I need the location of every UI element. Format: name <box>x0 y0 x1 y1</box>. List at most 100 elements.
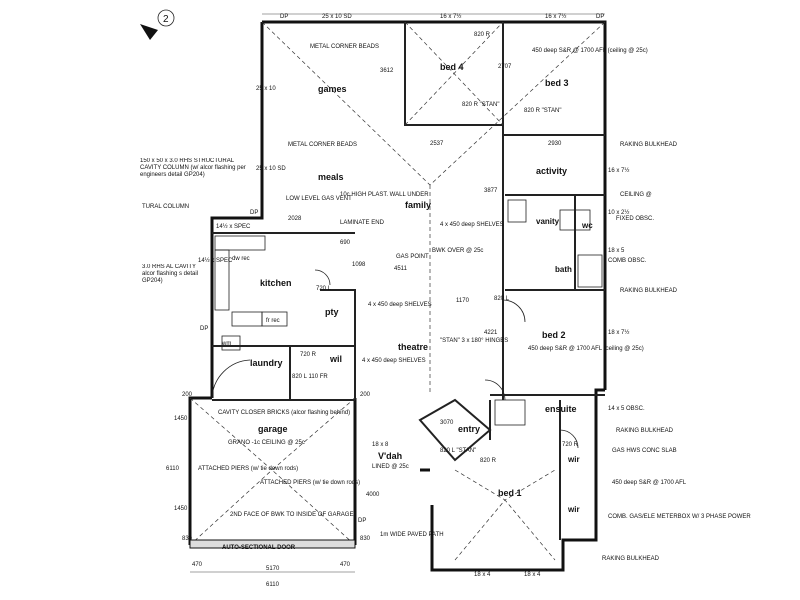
room-kitchen: kitchen <box>260 278 292 288</box>
dim-690: 690 <box>340 240 351 246</box>
dim-dp-2: DP <box>596 14 604 20</box>
note-comb-obsc: COMB OBSC. <box>608 258 647 264</box>
room-games: games <box>318 84 347 94</box>
note-cavity-closer: CAVITY CLOSER BRICKS (alcor flashing beh… <box>218 410 350 416</box>
dim-3612: 3612 <box>380 68 394 74</box>
note-raking-4: RAKING BULKHEAD <box>602 556 660 562</box>
dim-2028: 2028 <box>288 216 302 222</box>
dim-bottom-a: 5170 <box>266 566 280 572</box>
dim-left-a: 25 x 10 <box>256 86 276 92</box>
note-shelves-2: 4 x 450 deep SHELVES <box>368 302 432 308</box>
room-dwrec: dw rec <box>232 256 250 262</box>
room-labels: games meals bed 4 bed 3 activity family … <box>221 62 593 514</box>
dim-garage-h3: 1450 <box>174 506 188 512</box>
dim-dp-4: DP <box>200 326 208 332</box>
dim-bottom-c: 470 <box>192 562 203 568</box>
dim-seg-4: 200 <box>360 392 371 398</box>
note-structural-column-1: 150 x 50 x 3.0 RHS STRUCTURAL CAVITY COL… <box>140 158 246 178</box>
dim-720: 720 R <box>300 352 317 358</box>
room-family: family <box>405 200 431 210</box>
dim-3070: 3070 <box>440 420 454 426</box>
note-sr-1: 450 deep S&R @ 1700 AFL (ceiling @ 25c) <box>532 48 648 54</box>
dim-bottom-e: 18 x 4 <box>474 572 491 578</box>
note-gas-point: GAS POINT <box>396 254 429 260</box>
room-activity: activity <box>536 166 567 176</box>
room-bed1: bed 1 <box>498 488 522 498</box>
note-metal-beads-2: METAL CORNER BEADS <box>288 142 357 148</box>
dim-820l-2: 820 L "STAN" <box>440 448 476 454</box>
room-meals: meals <box>318 172 344 182</box>
room-wir: wir <box>567 455 580 464</box>
note-lfr: 820 L 110 FR <box>292 374 328 380</box>
dim-bottom-b: 6110 <box>266 582 280 588</box>
note-high-plast: 10c HIGH PLAST. WALL UNDER <box>340 192 429 198</box>
dim-side-d: 18 x 7½ <box>608 329 629 336</box>
dim-top-a: 25 x 10 SD <box>322 14 352 20</box>
note-raking-1: RAKING BULKHEAD <box>620 142 678 148</box>
dim-3877: 3877 <box>484 188 498 194</box>
note-raking-2: RAKING BULKHEAD <box>620 288 678 294</box>
dim-820r-3: 820 R "STAN" <box>524 108 562 114</box>
note-sr-2: 450 deep S&R @ 1700 AFL (ceiling @ 25c) <box>528 346 644 352</box>
dim-top-b: 16 x 7½ <box>440 13 461 20</box>
bath-fixtures <box>494 199 603 426</box>
sheet-number: 2 <box>163 14 169 25</box>
dim-4221: 4221 <box>484 330 498 336</box>
room-wc: wc <box>581 221 593 230</box>
note-vdah-size: 18 x 8 <box>372 442 389 448</box>
note-auto-door: AUTO-SECTIONAL DOOR <box>222 545 296 551</box>
note-structural-column-3: 3.0 RHS AL CAVITY alcor flashing s detai… <box>142 264 199 284</box>
dim-seg-3: 200 <box>182 392 193 398</box>
room-ensuite: ensuite <box>545 404 577 414</box>
room-bath: bath <box>555 265 572 274</box>
note-metal-beads-1: METAL CORNER BEADS <box>310 44 379 50</box>
room-entry: entry <box>458 424 480 434</box>
room-frrec: fr rec <box>266 318 280 324</box>
dim-dp-3: DP <box>250 210 258 216</box>
garage-door <box>189 539 356 549</box>
note-lined: LINED @ 25c <box>372 464 409 470</box>
note-fixed-obsc: FIXED OBSC. <box>616 216 654 222</box>
dim-4000: 4000 <box>366 492 380 498</box>
room-garage: garage <box>258 424 288 434</box>
dim-bottom-d: 470 <box>340 562 351 568</box>
dim-2537: 2537 <box>430 141 444 147</box>
dim-1170: 1170 <box>456 298 470 304</box>
dim-820l-1: 820 L <box>494 296 510 302</box>
note-paved-path: 1m WIDE PAVED PATH <box>380 532 444 538</box>
internal-walls <box>212 22 605 540</box>
kitchen-bench <box>214 235 288 351</box>
dim-side-b: 10 x 2½ <box>608 209 629 216</box>
note-obsc: 14 x 5 OBSC. <box>608 406 645 412</box>
dim-820r-4: 820 R <box>480 458 497 464</box>
room-bed2: bed 2 <box>542 330 566 340</box>
note-bwk-over: BWK OVER @ 25c <box>432 248 483 254</box>
note-gas-hws: GAS HWS CONC SLAB <box>612 448 677 454</box>
outer-walls <box>188 20 607 572</box>
note-gas-vent: LOW LEVEL GAS VENT <box>286 196 352 202</box>
note-attached-piers-1: ATTACHED PIERS (w/ tie down rods) <box>198 466 298 472</box>
dim-720-2: 720 L <box>316 286 332 292</box>
dim-seg-1: 830 <box>182 536 193 542</box>
room-laundry: laundry <box>250 358 283 368</box>
sheet-marker: 2 <box>140 9 175 40</box>
dim-garage-h2: 1450 <box>174 416 188 422</box>
dim-dp-5: DP <box>358 518 366 524</box>
dim-4511: 4511 <box>394 266 408 272</box>
dim-side-c: 18 x 5 <box>608 248 625 254</box>
note-attached-piers-2: ATTACHED PIERS (w/ tie down rods) <box>260 480 360 486</box>
note-stan-hinges: "STAN" 3 x 180° HINGES <box>440 338 508 344</box>
dim-top-c: 16 x 7½ <box>545 13 566 20</box>
dim-720-3: 720 R <box>562 442 579 448</box>
dim-1098: 1098 <box>352 262 366 268</box>
dim-seg-2: 830 <box>360 536 371 542</box>
room-vanity: vanity <box>536 217 560 226</box>
note-ceiling-at: CEILING @ <box>620 192 652 198</box>
annotations: METAL CORNER BEADS METAL CORNER BEADS LO… <box>140 44 751 562</box>
dim-820r-1: 820 R <box>474 32 491 38</box>
dim-dp-1: DP <box>280 14 288 20</box>
door-swings <box>211 269 579 449</box>
room-theatre: theatre <box>398 342 428 352</box>
room-bed3: bed 3 <box>545 78 569 88</box>
